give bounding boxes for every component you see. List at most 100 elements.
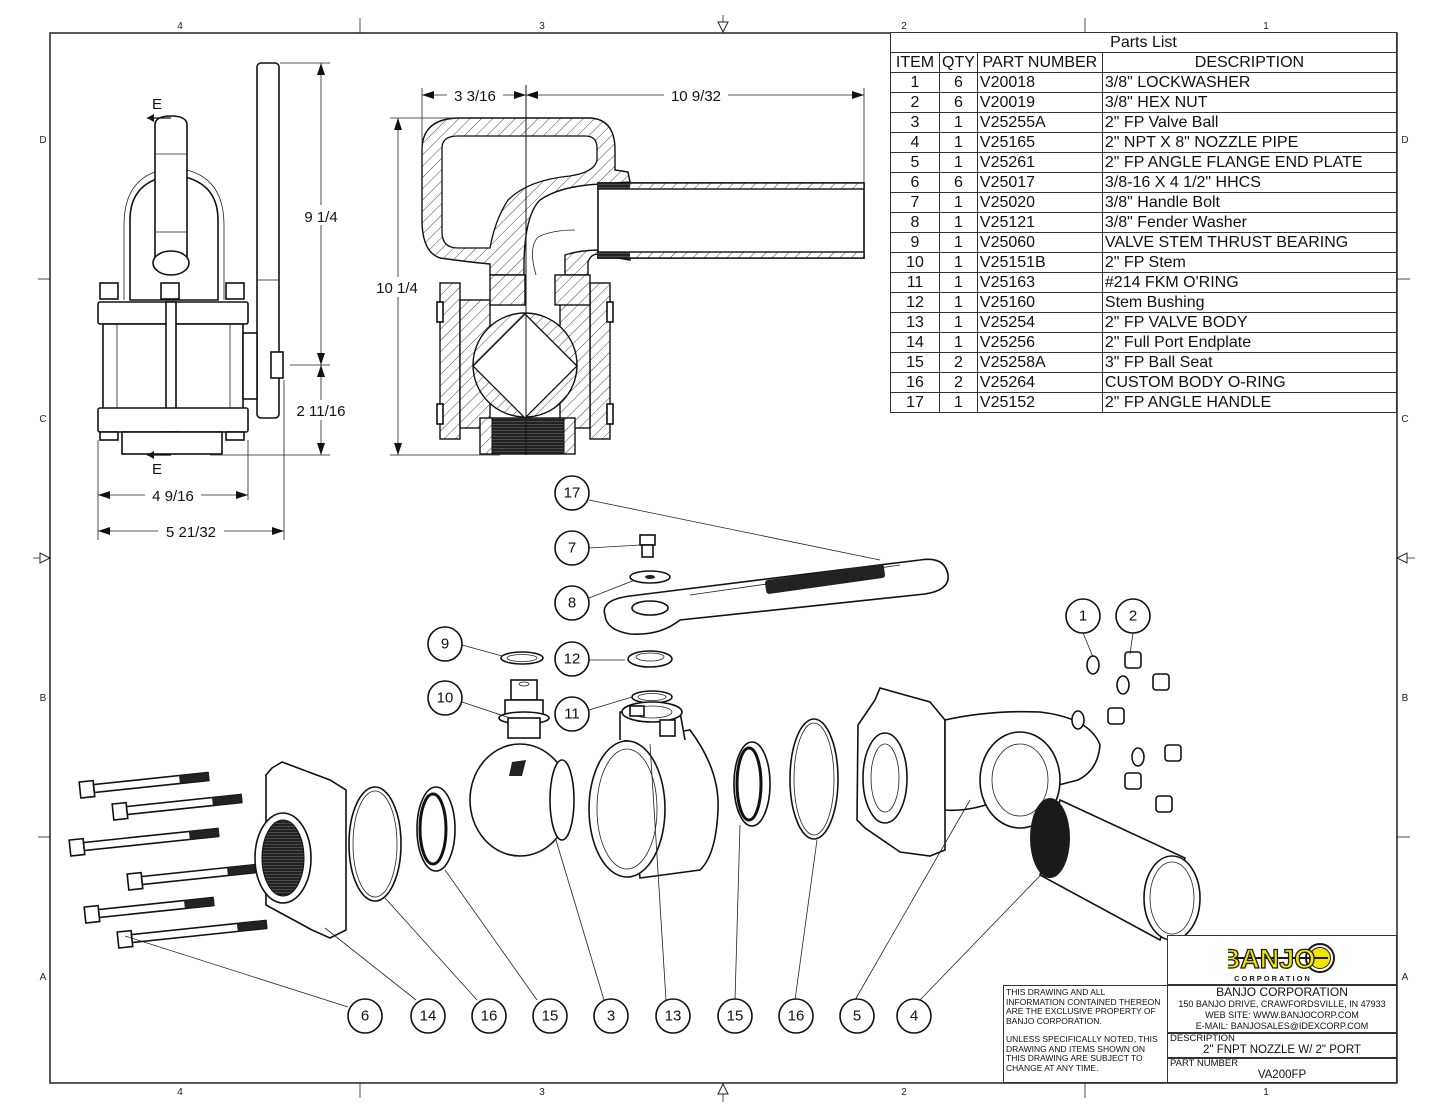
callout-label: 16 [481, 1008, 498, 1025]
banjo-logo: BANJO CORPORATION [1220, 941, 1338, 983]
callout-label: 15 [727, 1008, 744, 1025]
cell-part-number: V20019 [976, 92, 1103, 113]
cell-item: 5 [890, 152, 940, 173]
dim-body-width: 4 9/16 [152, 488, 194, 505]
cell-qty: 1 [939, 112, 978, 133]
cell-description: 2" FP ANGLE FLANGE END PLATE [1101, 152, 1398, 173]
logo-wordmark: BANJO [1228, 944, 1315, 974]
part-endplate [254, 761, 347, 939]
zone-row-label: B [1402, 693, 1409, 704]
callout-label: 9 [441, 636, 449, 653]
cell-description: 2" FP VALVE BODY [1101, 312, 1398, 333]
cell-qty: 6 [939, 72, 978, 93]
cell-description: 2" FP ANGLE HANDLE [1101, 392, 1398, 413]
dim-overall-width: 5 21/32 [166, 524, 216, 541]
zone-row-label: C [39, 414, 46, 425]
cell-item: 2 [890, 92, 940, 113]
cell-part-number: V25060 [976, 232, 1103, 253]
callout-label: 7 [568, 540, 576, 557]
callout: 13 [655, 998, 691, 1034]
cell-description: VALVE STEM THRUST BEARING [1101, 232, 1398, 253]
cell-description: 3/8" Fender Washer [1101, 212, 1398, 233]
title-block: BANJO CORPORATION BANJO CORPORATION 150 … [1003, 935, 1397, 1083]
cell-part-number: V25152 [976, 392, 1103, 413]
cell-qty: 1 [939, 272, 978, 293]
column-header-description: DESCRIPTION [1101, 52, 1398, 73]
callout-label: 4 [910, 1008, 918, 1025]
zone-col-label: 2 [901, 1087, 907, 1098]
callout-label: 15 [542, 1008, 559, 1025]
cell-qty: 1 [939, 192, 978, 213]
center-mark-right [1395, 552, 1415, 564]
cell-item: 13 [890, 312, 940, 333]
zone-col-label: 3 [539, 21, 545, 32]
column-header-qty: QTY [939, 52, 978, 73]
zone-col-label: 2 [901, 21, 907, 32]
callout-label: 2 [1129, 608, 1137, 625]
cell-qty: 1 [939, 152, 978, 173]
cell-item: 16 [890, 372, 940, 393]
cell-part-number: V25165 [976, 132, 1103, 153]
handle-side [256, 62, 280, 419]
parts-list-table: Parts List ITEM QTY PART NUMBER DESCRIPT… [890, 32, 1398, 413]
nozzle-pipe-section [597, 182, 865, 259]
section-marker-top: E [152, 96, 162, 113]
center-mark-top [717, 15, 729, 34]
callout: 1 [1065, 598, 1101, 634]
cell-part-number: V25163 [976, 272, 1103, 293]
callout-label: 10 [437, 690, 454, 707]
dim-left-offset: 3 3/16 [454, 88, 496, 105]
company-name: BANJO CORPORATION [1216, 985, 1348, 999]
company-website: WEB SITE: WWW.BANJOCORP.COM [1205, 1010, 1359, 1020]
part-bolts [68, 771, 268, 949]
cell-part-number: V25255A [976, 112, 1103, 133]
cell-qty: 1 [939, 292, 978, 313]
center-mark-bottom [717, 1082, 729, 1102]
column-header-part-number: PART NUMBER [976, 52, 1103, 73]
cell-part-number: V25264 [976, 372, 1103, 393]
callout: 15 [717, 998, 753, 1034]
column-header-item: ITEM [890, 52, 940, 73]
callout: 4 [896, 998, 932, 1034]
cell-qty: 1 [939, 252, 978, 273]
handle-top [154, 115, 188, 266]
notice-property: THIS DRAWING AND ALL INFORMATION CONTAIN… [1006, 987, 1161, 1026]
part-handle-bolt [639, 534, 656, 558]
cell-description: 2" NPT X 8" NOZZLE PIPE [1101, 132, 1398, 153]
cell-description: Stem Bushing [1101, 292, 1398, 313]
part-thrust-bearing [500, 651, 544, 665]
company-email: E-MAIL: BANJOSALES@IDEXCORP.COM [1195, 1021, 1369, 1031]
part-number-label: PART NUMBER [1170, 1058, 1239, 1069]
cell-qty: 1 [939, 232, 978, 253]
side-view: E E 9 1/4 2 11/16 4 9/16 5 21/32 [97, 62, 352, 541]
cell-qty: 1 [939, 392, 978, 413]
cell-item: 4 [890, 132, 940, 153]
cell-description: 2" Full Port Endplate [1101, 332, 1398, 353]
cell-description: #214 FKM O'RING [1101, 272, 1398, 293]
callout: 16 [778, 998, 814, 1034]
part-number-field: PART NUMBER VA200FP [1167, 1058, 1397, 1083]
section-view: 3 3/16 10 9/32 10 1/4 [370, 85, 865, 456]
logo-tagline: CORPORATION [1234, 974, 1312, 983]
cell-part-number: V25256 [976, 332, 1103, 353]
dim-lower-height: 2 11/16 [297, 403, 346, 420]
cell-item: 11 [890, 272, 940, 293]
callout-label: 11 [564, 706, 580, 723]
callout: 5 [839, 998, 875, 1034]
callout: 10 [427, 680, 463, 716]
cell-qty: 6 [939, 172, 978, 193]
callout: 6 [347, 998, 383, 1034]
cell-part-number: V25121 [976, 212, 1103, 233]
